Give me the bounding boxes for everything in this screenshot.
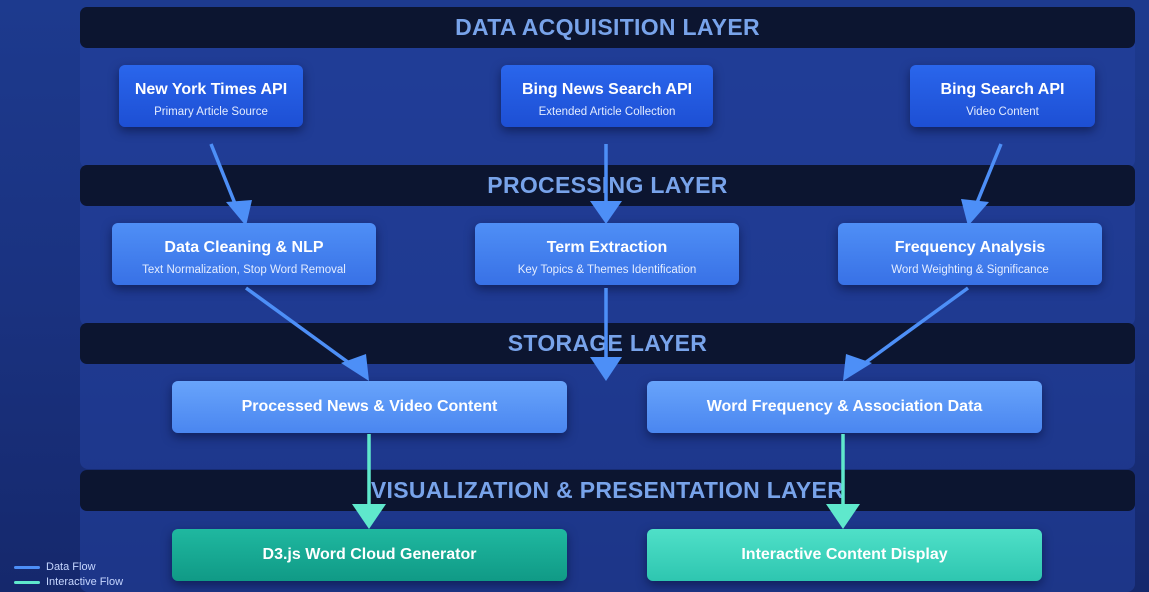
nyt-api-title: New York Times API [134, 81, 288, 98]
interactive-display-title: Interactive Content Display [741, 546, 948, 563]
data-flow-arrows [209, 143, 1003, 381]
arrowhead-extraction-to-storage [590, 357, 622, 381]
processed-content-node[interactable]: Processed News & Video Content [172, 381, 567, 433]
nyt-api-node[interactable]: New York Times API Primary Article Sourc… [119, 65, 303, 127]
data-flow-swatch [14, 565, 40, 569]
term-extraction-title: Term Extraction [546, 239, 668, 256]
data-cleaning-subtitle: Text Normalization, Stop Word Removal [142, 264, 346, 276]
bing-search-api-title: Bing Search API [940, 81, 1065, 98]
word-frequency-node[interactable]: Word Frequency & Association Data [647, 381, 1042, 433]
interactive-flow-label: Interactive Flow [46, 576, 124, 588]
bing-search-api-node[interactable]: Bing Search API Video Content [910, 65, 1095, 127]
arrowhead-bingnews-to-extraction [590, 201, 622, 224]
arrowhead-bingsearch-to-frequency [961, 199, 989, 226]
data-flow-label: Data Flow [46, 561, 96, 573]
frequency-analysis-node[interactable]: Frequency Analysis Word Weighting & Sign… [838, 223, 1102, 285]
legend-interactive-flow: Interactive Flow [14, 576, 123, 588]
bing-search-api-subtitle: Video Content [966, 106, 1039, 118]
arrowhead-cleaning-to-processed [341, 354, 369, 381]
data-cleaning-title: Data Cleaning & NLP [164, 239, 324, 256]
arrowhead-frequency-to-wordfreq [843, 354, 872, 381]
term-extraction-node[interactable]: Term Extraction Key Topics & Themes Iden… [475, 223, 739, 285]
arrow-frequency-to-wordfreq [856, 286, 970, 370]
data-cleaning-node[interactable]: Data Cleaning & NLP Text Normalization, … [112, 223, 376, 285]
nyt-api-subtitle: Primary Article Source [154, 106, 268, 118]
term-extraction-subtitle: Key Topics & Themes Identification [517, 264, 697, 276]
word-cloud-generator-node[interactable]: D3.js Word Cloud Generator [172, 529, 567, 581]
bing-news-api-title: Bing News Search API [521, 81, 693, 98]
bing-news-api-node[interactable]: Bing News Search API Extended Article Co… [501, 65, 713, 127]
arrow-bingsearch-to-frequency [972, 143, 1003, 211]
interactive-flow-swatch [14, 580, 40, 584]
frequency-analysis-title: Frequency Analysis [894, 239, 1046, 256]
legend-data-flow: Data Flow [14, 561, 96, 573]
interactive-flow-arrows [352, 434, 860, 529]
word-frequency-title: Word Frequency & Association Data [706, 398, 983, 415]
arrowhead-nyt-to-cleaning [226, 200, 252, 226]
arrowhead-processed-to-wordcloud [352, 504, 386, 529]
acquisition-layer-header: DATA ACQUISITION LAYER [80, 7, 1135, 48]
bing-news-api-subtitle: Extended Article Collection [538, 106, 676, 118]
arrow-cleaning-to-processed [244, 286, 358, 370]
frequency-analysis-subtitle: Word Weighting & Significance [891, 264, 1049, 276]
interactive-display-node[interactable]: Interactive Content Display [647, 529, 1042, 581]
arrowhead-wordfreq-to-display [826, 504, 860, 529]
processed-content-title: Processed News & Video Content [241, 398, 498, 415]
word-cloud-generator-title: D3.js Word Cloud Generator [262, 546, 477, 563]
visualization-layer-header: VISUALIZATION & PRESENTATION LAYER [80, 470, 1135, 511]
